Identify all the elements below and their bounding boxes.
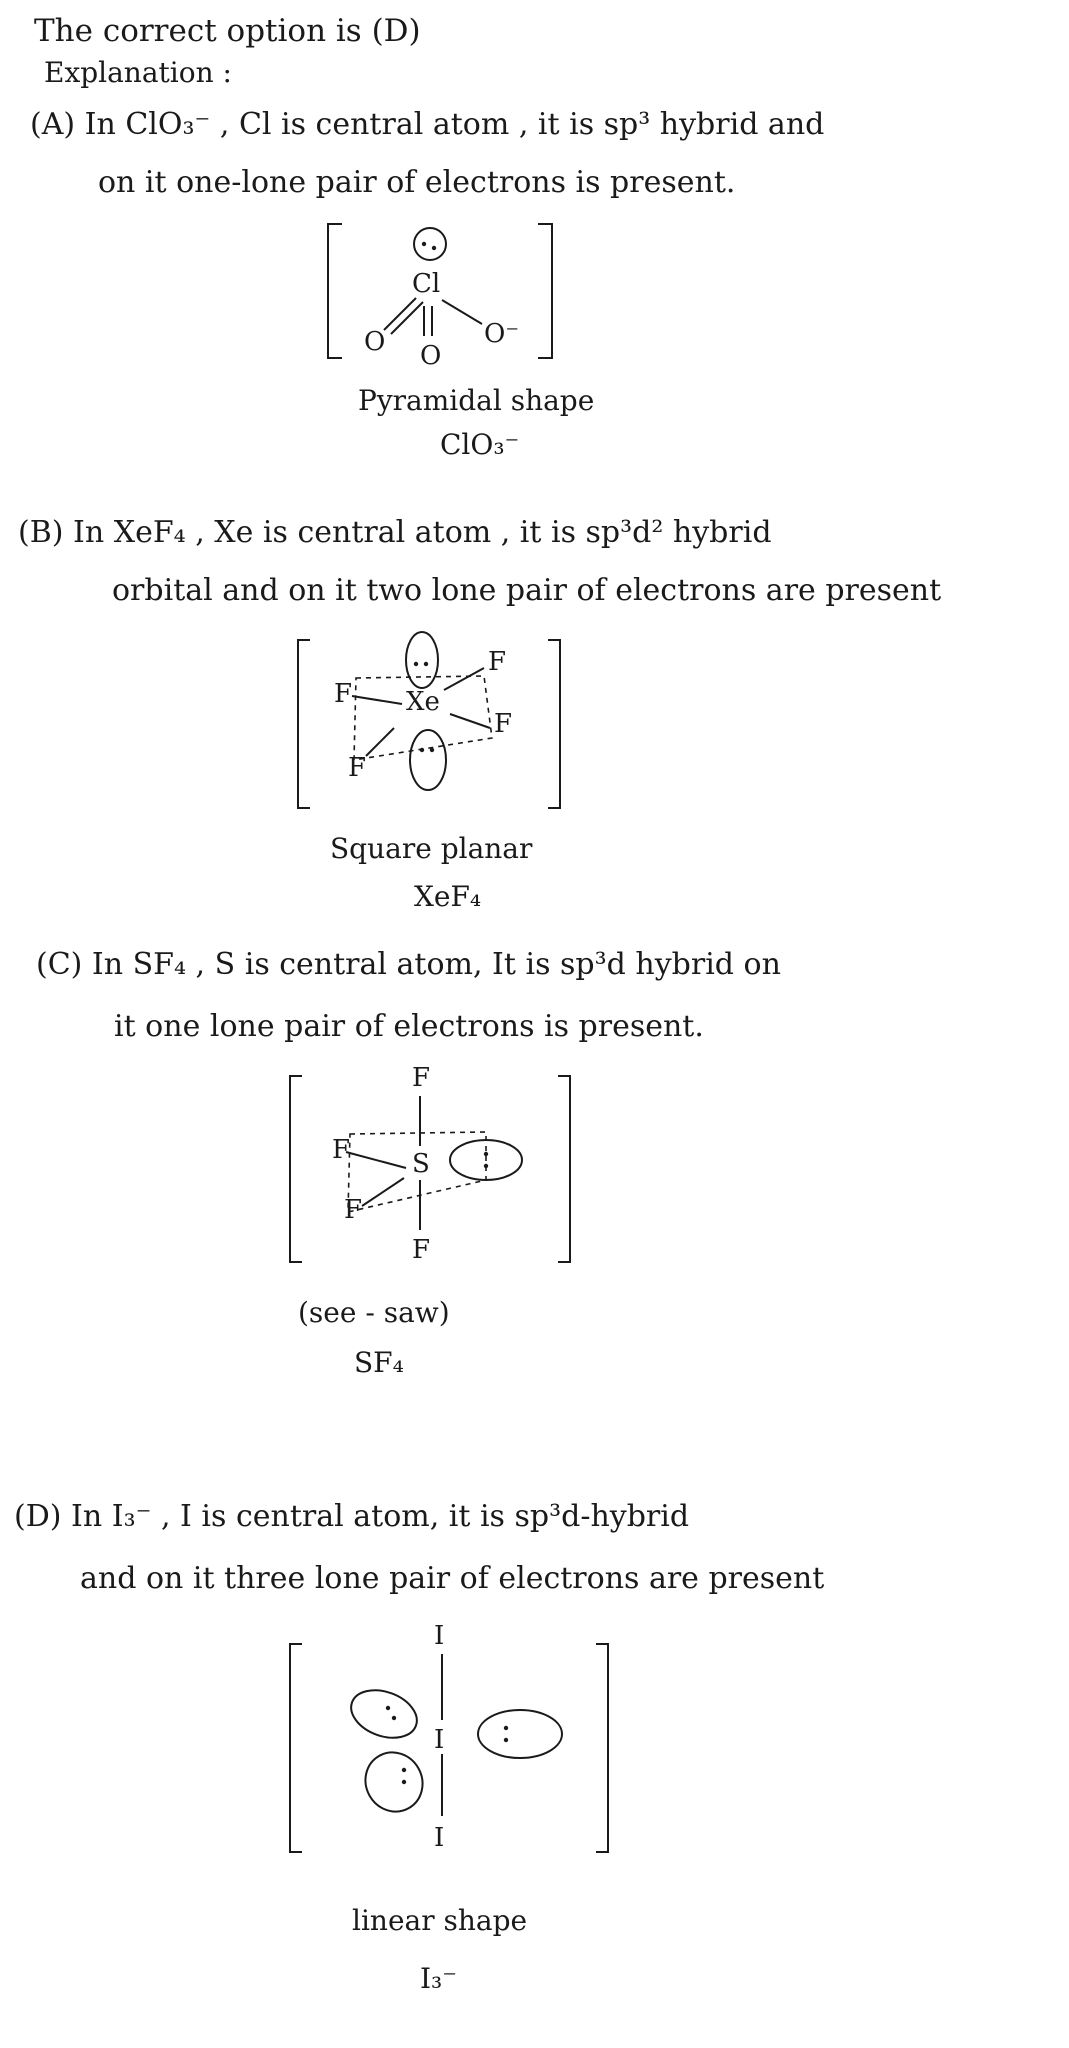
- atom-f-bottom: F: [412, 1235, 430, 1265]
- section-d-marker: (D): [14, 1499, 62, 1534]
- bond-left-bottom: [361, 1177, 405, 1207]
- right-bracket: [548, 639, 561, 809]
- left-bracket: [327, 223, 342, 359]
- atom-f-top: F: [412, 1063, 430, 1093]
- plane-outline: [353, 675, 493, 761]
- explanation-label: Explanation :: [44, 56, 232, 89]
- section-d-shape-label: linear shape: [352, 1904, 528, 1937]
- atom-o-right: O⁻: [484, 319, 519, 349]
- right-bracket: [558, 1075, 571, 1263]
- atom-f-left-top: F: [332, 1135, 350, 1165]
- atom-cl: Cl: [412, 269, 440, 299]
- section-d-line2: and on it three lone pair of electrons a…: [80, 1561, 825, 1596]
- lone-pair-lobe-left-top: [350, 1689, 418, 1739]
- atom-f-right-bottom: F: [494, 709, 512, 739]
- section-d-text: In I₃⁻ , I is central atom, it is sp³d-h…: [71, 1499, 690, 1534]
- section-b-line1: (B) In XeF₄ , Xe is central atom , it is…: [18, 516, 772, 549]
- atom-s: S: [412, 1149, 430, 1179]
- section-c-text: In SF₄ , S is central atom, It is sp³d h…: [91, 947, 781, 982]
- section-c-line1: (C) In SF₄ , S is central atom, It is sp…: [36, 948, 781, 981]
- bond-left-top: [351, 695, 403, 705]
- section-c-marker: (C): [36, 947, 83, 982]
- section-b-formula-label: XeF₄: [414, 880, 482, 913]
- bond-right-top: [443, 667, 485, 691]
- left-bracket: [297, 639, 310, 809]
- atom-i-central: I: [434, 1725, 444, 1755]
- atom-f-right-top: F: [488, 647, 506, 677]
- sf4-structure-diagram: F S F F F: [289, 1063, 571, 1265]
- atom-o-left: O: [364, 327, 385, 357]
- atom-f-left-bottom: F: [344, 1195, 362, 1225]
- right-bracket: [596, 1643, 609, 1853]
- section-c-line2: it one lone pair of electrons is present…: [114, 1009, 704, 1044]
- lone-pair-lobe-right: [477, 1709, 563, 1759]
- section-a-shape-label: Pyramidal shape: [358, 384, 595, 417]
- section-a-formula-label: ClO₃⁻: [440, 428, 520, 461]
- section-a-text: In ClO₃⁻ , Cl is central atom , it is sp…: [84, 107, 825, 142]
- double-bond-left: [383, 297, 424, 335]
- lone-pair-lobe: [413, 227, 447, 261]
- i3-structure-diagram: I I I: [289, 1621, 609, 1853]
- atom-f-left-bottom: F: [348, 753, 366, 783]
- lone-pair-lobe-bottom: [409, 729, 447, 791]
- bond-left-top: [345, 1151, 407, 1169]
- bond-left-bottom: [365, 727, 395, 757]
- section-b-marker: (B): [18, 515, 64, 550]
- section-c-formula-label: SF₄: [354, 1346, 404, 1379]
- lone-pair-lobe-left-bottom: [364, 1751, 424, 1813]
- lone-pair-lobe-top: [405, 631, 439, 689]
- clo3-structure-diagram: Cl O O O⁻: [327, 223, 553, 371]
- section-b-line2: orbital and on it two lone pair of elect…: [112, 573, 942, 608]
- answer-statement: The correct option is (D): [34, 13, 421, 49]
- xef4-structure-diagram: Xe F F F F: [297, 631, 561, 809]
- lone-pair-lobe: [449, 1139, 523, 1181]
- section-c-shape-label: (see - saw): [298, 1296, 450, 1329]
- atom-i-top: I: [434, 1621, 444, 1651]
- single-bond-right: [441, 299, 483, 325]
- double-bond-bottom: [423, 306, 433, 336]
- section-d-line1: (D) In I₃⁻ , I is central atom, it is sp…: [14, 1500, 689, 1533]
- section-b-text: In XeF₄ , Xe is central atom , it is sp³…: [73, 515, 772, 550]
- right-bracket: [538, 223, 553, 359]
- atom-f-left-top: F: [334, 679, 352, 709]
- section-d-formula-label: I₃⁻: [420, 1962, 458, 1995]
- atom-o-bottom: O: [420, 341, 441, 371]
- section-a-line1: (A) In ClO₃⁻ , Cl is central atom , it i…: [30, 108, 824, 141]
- left-bracket: [289, 1075, 302, 1263]
- atom-xe: Xe: [406, 687, 440, 717]
- section-b-shape-label: Square planar: [330, 832, 533, 865]
- bond-right-bottom: [449, 713, 491, 729]
- atom-i-bottom: I: [434, 1823, 444, 1853]
- section-a-marker: (A): [30, 107, 76, 142]
- section-a-line2: on it one-lone pair of electrons is pres…: [98, 165, 736, 200]
- left-bracket: [289, 1643, 302, 1853]
